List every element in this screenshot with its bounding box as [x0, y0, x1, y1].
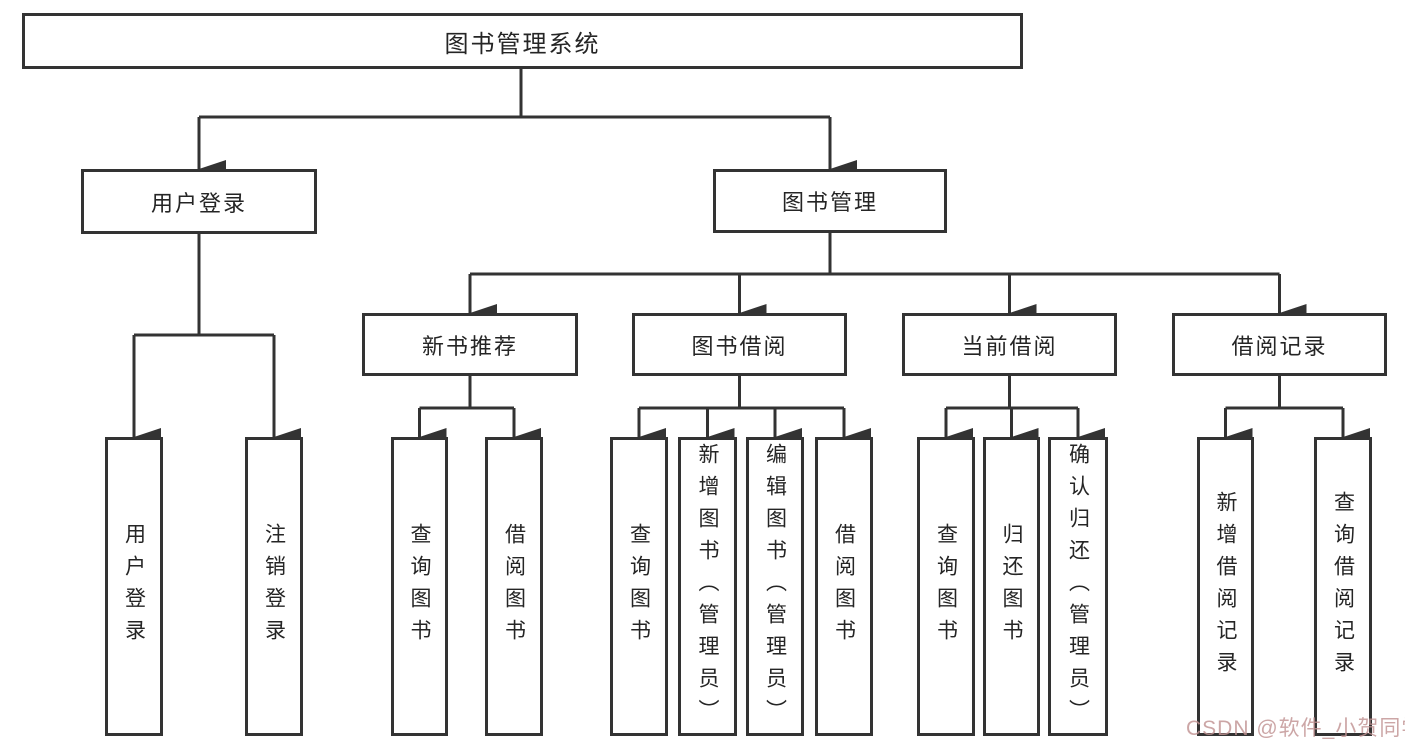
node-borrow-records: 借阅记录: [1172, 313, 1387, 376]
leaf-label: 新增图书（管理员）: [696, 442, 719, 731]
leaf-label: 借阅图书: [502, 522, 526, 651]
arrow-lines: [132, 117, 1370, 446]
node-root: 图书管理系统: [22, 13, 1023, 69]
node-user-login: 用户登录: [81, 169, 317, 234]
leaf-label: 借阅图书: [832, 522, 856, 651]
leaf-query-books-1: 查询图书: [391, 437, 448, 736]
leaf-label: 新增借阅记录: [1214, 490, 1237, 683]
leaf-borrow-books-1: 借阅图书: [485, 437, 543, 736]
leaf-query-books-2: 查询图书: [610, 437, 668, 736]
leaf-label: 查询借阅记录: [1331, 490, 1355, 683]
leaf-add-books-admin: 新增图书（管理员）: [678, 437, 737, 736]
leaf-query-borrow-record: 查询借阅记录: [1314, 437, 1372, 736]
leaf-label: 编辑图书（管理员）: [763, 442, 787, 731]
node-current-borrow: 当前借阅: [902, 313, 1117, 376]
connector-path: [134, 67, 1343, 410]
leaf-add-borrow-record: 新增借阅记录: [1197, 437, 1254, 736]
leaf-confirm-return-admin: 确认归还（管理员）: [1048, 437, 1108, 736]
leaf-logout: 注销登录: [245, 437, 303, 736]
leaf-label: 注销登录: [262, 522, 286, 651]
leaf-user-login: 用户登录: [105, 437, 163, 736]
leaf-label: 归还图书: [1000, 522, 1023, 651]
node-new-book-recommend: 新书推荐: [362, 313, 578, 376]
node-book-borrow: 图书借阅: [632, 313, 847, 376]
leaf-label: 用户登录: [122, 522, 146, 651]
leaf-edit-books-admin: 编辑图书（管理员）: [746, 437, 804, 736]
leaf-label: 查询图书: [408, 522, 431, 651]
leaf-label: 查询图书: [627, 522, 651, 651]
leaf-label: 确认归还（管理员）: [1066, 442, 1090, 731]
csdn-watermark: CSDN @软件_小贺同学: [1186, 717, 1405, 740]
leaf-borrow-books-2: 借阅图书: [815, 437, 873, 736]
leaf-return-books: 归还图书: [983, 437, 1040, 736]
leaf-label: 查询图书: [934, 522, 958, 651]
node-book-management: 图书管理: [713, 169, 947, 233]
leaf-query-books-3: 查询图书: [917, 437, 975, 736]
